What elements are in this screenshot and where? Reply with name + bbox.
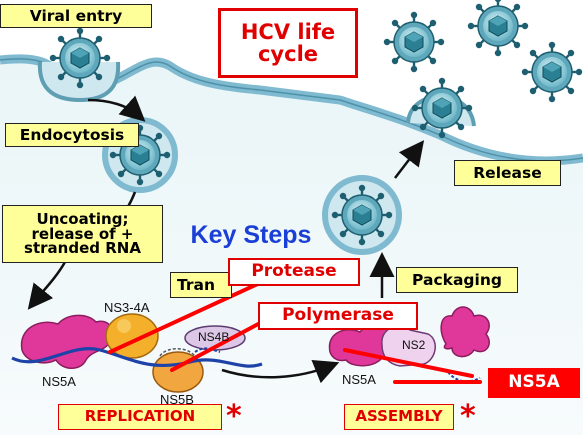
ns2-flower-protein — [440, 306, 490, 358]
label-replication: REPLICATION — [58, 404, 222, 430]
label-protease: Protease — [228, 258, 360, 286]
arrow-replication-to-assembly — [221, 359, 340, 384]
title-box: HCV life cycle — [218, 8, 358, 78]
ns5b-ring — [159, 348, 197, 359]
protein-label-ns5b: NS5B — [160, 392, 194, 407]
label-assembly: ASSEMBLY — [344, 404, 454, 430]
polymerase-text: Polymerase — [282, 305, 394, 326]
label-packaging: Packaging — [396, 267, 518, 293]
page-title: HCV life cycle — [240, 19, 336, 66]
key-steps-label: Key Steps — [166, 218, 336, 252]
uncoating-text: Uncoating; release of + stranded RNA — [24, 209, 141, 258]
ns5a-pointer-line-2 — [343, 348, 474, 378]
arrow-entry-to-endocytosis — [87, 95, 146, 122]
replication-star: * — [226, 399, 242, 434]
translation-text: Tran — [177, 275, 216, 294]
label-uncoating: Uncoating; release of + stranded RNA — [2, 205, 163, 263]
released-virion-icon-1 — [382, 10, 446, 74]
label-endocytosis: Endocytosis — [5, 123, 139, 147]
polymerase-pointer-line — [170, 320, 264, 372]
ns5a-target-text: NS5A — [508, 372, 560, 393]
label-ns5a-target: NS5A — [488, 368, 580, 398]
protein-label-ns3-4a: NS3-4A — [104, 300, 150, 315]
viral-entry-text: Viral entry — [29, 6, 123, 25]
budding-virion-icon — [410, 76, 474, 140]
replication-text: REPLICATION — [84, 407, 196, 426]
endocytosis-text: Endocytosis — [19, 125, 125, 144]
protease-text: Protease — [251, 261, 337, 282]
viral-rna-strand — [11, 347, 263, 368]
key-steps-text: Key Steps — [190, 220, 312, 249]
label-release: Release — [454, 160, 561, 186]
arrow-packaging-to-release — [394, 140, 425, 179]
label-translation: Tran — [170, 272, 232, 298]
protein-label-ns5a-left: NS5A — [42, 374, 76, 389]
release-text: Release — [473, 163, 542, 182]
label-viral-entry: Viral entry — [0, 4, 152, 28]
label-polymerase: Polymerase — [258, 302, 418, 330]
entering-virion-icon — [48, 26, 112, 90]
protein-label-ns5a-right: NS5A — [342, 372, 376, 387]
protease-pointer-line — [108, 280, 264, 354]
packaged-virion-icon — [330, 183, 394, 247]
replication-complex — [11, 313, 263, 393]
protein-label-ns4b: NS4B — [198, 330, 230, 344]
assembly-text: ASSEMBLY — [355, 407, 443, 426]
protein-label-ns2: NS2 — [402, 338, 426, 352]
released-virion-icon-3 — [520, 40, 583, 104]
assembly-complex — [328, 306, 490, 383]
packaging-text: Packaging — [412, 270, 502, 289]
arrow-uncoating-to-translation — [27, 261, 67, 310]
assembly-star: * — [460, 399, 476, 434]
